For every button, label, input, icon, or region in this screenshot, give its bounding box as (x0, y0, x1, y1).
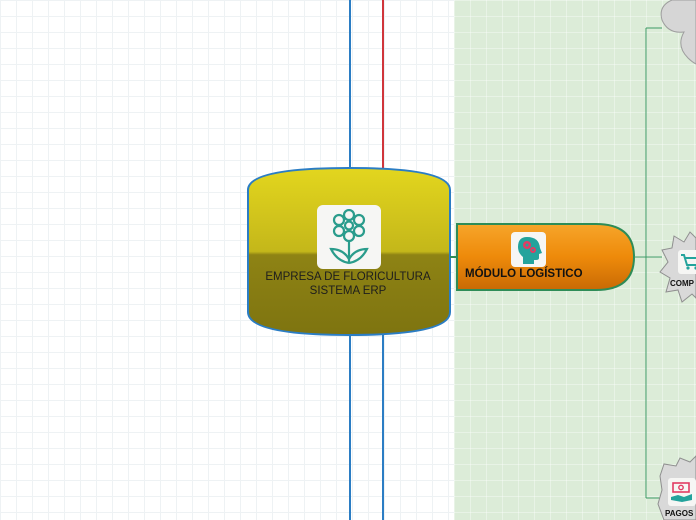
money-hand-icon (671, 482, 692, 502)
root-label: EMPRESA DE FLORICULTURA SISTEMA ERP (258, 270, 438, 298)
cloud-node[interactable] (660, 0, 696, 65)
branch-connectors (634, 27, 662, 499)
head-gears-icon (517, 236, 542, 264)
logistics-label: MÓDULO LOGÍSTICO (465, 268, 583, 280)
comp-icon-box (678, 250, 696, 274)
shopping-cart-icon (681, 254, 696, 270)
root-label-line2: SISTEMA ERP (309, 285, 387, 297)
pagos-label: PAGOS (665, 509, 694, 518)
logistics-icon-box (511, 232, 546, 267)
flower-icon (329, 209, 369, 265)
root-icon-box (317, 205, 381, 269)
root-label-line1: EMPRESA DE FLORICULTURA (265, 271, 431, 283)
comp-label: COMP (670, 279, 694, 288)
pagos-icon-box (668, 478, 696, 506)
connector-line-blue-lower (382, 335, 384, 520)
connector-line-red (382, 0, 384, 170)
